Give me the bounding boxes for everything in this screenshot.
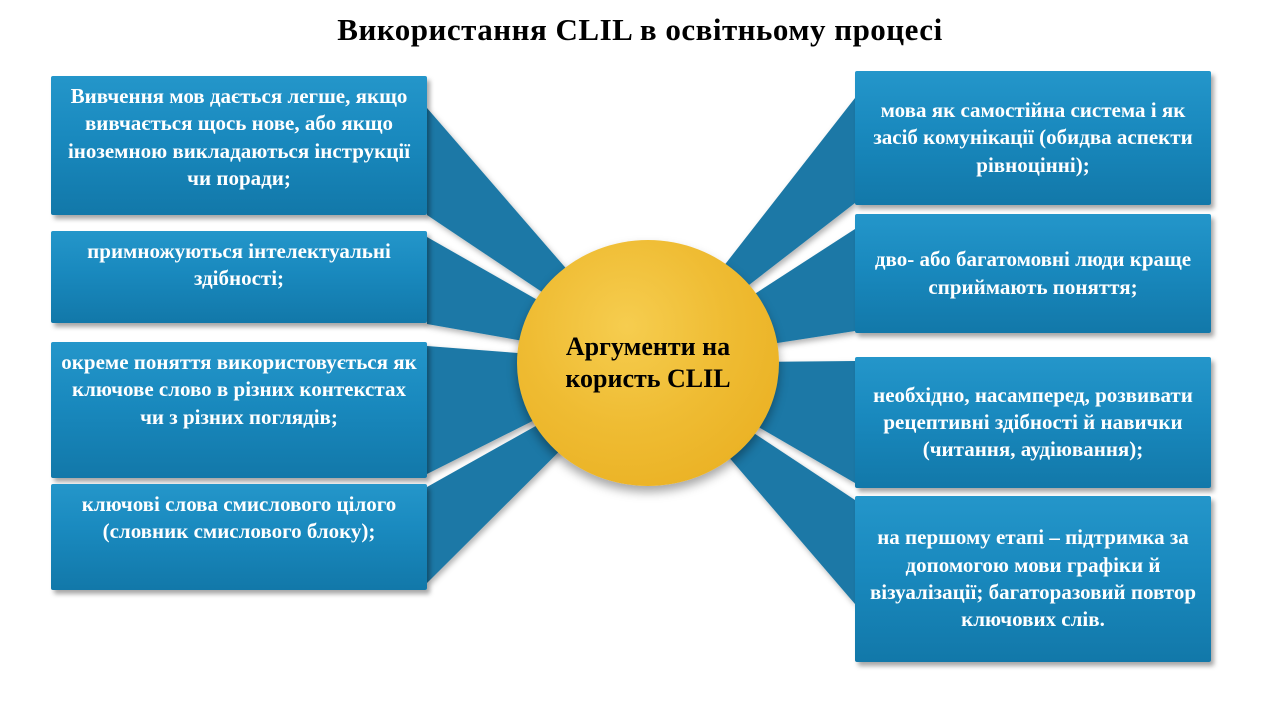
argument-box-left-4: ключові слова смислового цілого (словник… (51, 484, 427, 590)
argument-box-left-3: окреме поняття використовується як ключо… (51, 342, 427, 478)
page-title: Використання CLIL в освітньому процесі (337, 12, 943, 47)
argument-box-right-1: мова як самостійна система і як засіб ко… (855, 71, 1211, 205)
center-circle: Аргументи на користь CLIL (517, 240, 779, 486)
argument-box-right-2: дво- або багатомовні люди краще сприймаю… (855, 214, 1211, 333)
argument-text: окреме поняття використовується як ключо… (61, 350, 417, 429)
argument-text: Вивчення мов дається легше, якщо вивчаєт… (67, 84, 411, 190)
argument-text: мова як самостійна система і як засіб ко… (873, 98, 1193, 177)
argument-box-left-1: Вивчення мов дається легше, якщо вивчаєт… (51, 76, 427, 215)
argument-text: ключові слова смислового цілого (словник… (81, 492, 397, 544)
argument-box-right-4: на першому етапі – підтримка за допомого… (855, 496, 1211, 662)
argument-text: на першому етапі – підтримка за допомого… (869, 525, 1197, 632)
argument-text: дво- або багатомовні люди краще сприймаю… (874, 247, 1192, 299)
argument-text: примножуються інтелектуальні здібності; (87, 239, 391, 291)
argument-text: необхідно, насамперед, розвивати рецепти… (873, 382, 1193, 462)
center-circle-label: Аргументи на користь CLIL (565, 331, 731, 394)
argument-box-right-3: необхідно, насамперед, розвивати рецепти… (855, 357, 1211, 488)
argument-box-left-2: примножуються інтелектуальні здібності; (51, 231, 427, 323)
